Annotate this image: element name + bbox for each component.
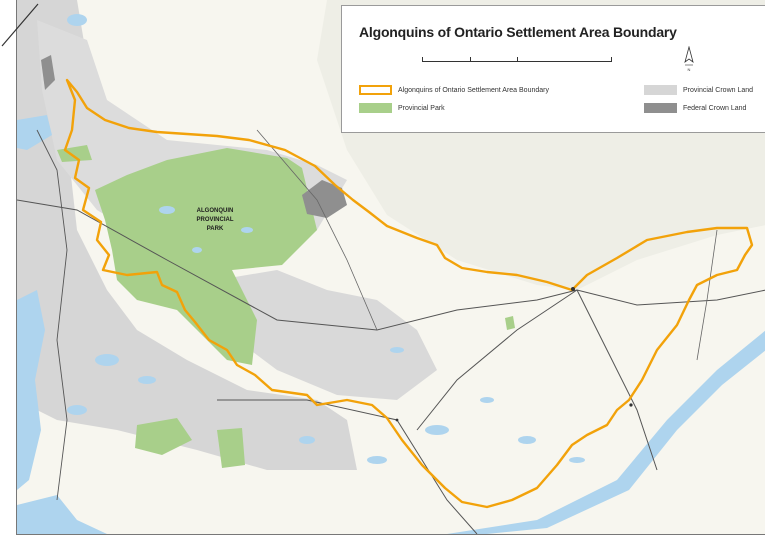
- map-frame[interactable]: ALGONQUIN PROVINCIAL PARK Algonquins of …: [16, 0, 765, 535]
- lake: [95, 354, 119, 366]
- north-arrow-icon: N: [684, 46, 694, 72]
- legend-item-provincial-crown-land: Provincial Crown Land: [644, 84, 753, 96]
- frame-edge-line: [1, 3, 39, 47]
- park-label: ALGONQUIN: [197, 208, 234, 214]
- town-marker: [571, 287, 575, 291]
- lake-ontario: [17, 495, 107, 534]
- legend-label: Provincial Crown Land: [683, 86, 754, 94]
- legend-item-provincial-park: Provincial Park: [359, 102, 445, 114]
- legend-label: Provincial Park: [398, 104, 445, 112]
- town-marker: [629, 403, 633, 407]
- highway: [576, 289, 658, 471]
- legend-title: Algonquins of Ontario Settlement Area Bo…: [359, 24, 677, 40]
- map-legend: Algonquins of Ontario Settlement Area Bo…: [341, 5, 765, 133]
- lake: [159, 206, 175, 214]
- georgian-bay: [17, 290, 45, 490]
- park-label: PROVINCIAL: [196, 217, 233, 223]
- lake: [518, 436, 536, 444]
- legend-item-boundary: Algonquins of Ontario Settlement Area Bo…: [359, 84, 549, 96]
- provincial-park-small-4: [505, 316, 515, 330]
- settlement-area-boundary: [63, 78, 754, 509]
- federal-land-swatch: [644, 103, 677, 113]
- lake: [67, 405, 87, 415]
- crown-land-central: [217, 270, 437, 400]
- lake: [569, 457, 585, 463]
- svg-text:N: N: [688, 67, 691, 72]
- lake: [138, 376, 156, 384]
- park-label: PARK: [207, 226, 224, 232]
- crown-land-west: [17, 0, 357, 470]
- federal-crown-land-north: [41, 55, 55, 90]
- st-lawrence-river: [447, 330, 765, 534]
- scale-bar: [422, 56, 612, 62]
- lake-nipissing: [17, 115, 52, 150]
- lake: [299, 436, 315, 444]
- highway: [696, 229, 718, 361]
- highway: [576, 289, 765, 306]
- legend-label: Federal Crown Land: [683, 104, 747, 112]
- provincial-park-small-1: [135, 418, 192, 455]
- highway: [416, 289, 578, 431]
- federal-crown-land: [302, 180, 347, 218]
- highway: [36, 129, 68, 501]
- crown-land-swatch: [644, 85, 677, 95]
- lake: [425, 425, 449, 435]
- park-swatch: [359, 103, 392, 113]
- highway: [256, 129, 378, 331]
- legend-item-federal-crown-land: Federal Crown Land: [644, 102, 746, 114]
- lake: [367, 456, 387, 464]
- highway: [17, 199, 578, 331]
- provincial-park: [95, 148, 317, 365]
- town-marker: [395, 418, 399, 422]
- boundary-swatch: [359, 85, 392, 95]
- provincial-park-small-2: [217, 428, 245, 468]
- lake: [480, 397, 494, 403]
- legend-label: Algonquins of Ontario Settlement Area Bo…: [398, 86, 549, 94]
- lake: [390, 347, 404, 353]
- lake: [67, 14, 87, 26]
- lake: [192, 247, 202, 253]
- lake: [241, 227, 253, 233]
